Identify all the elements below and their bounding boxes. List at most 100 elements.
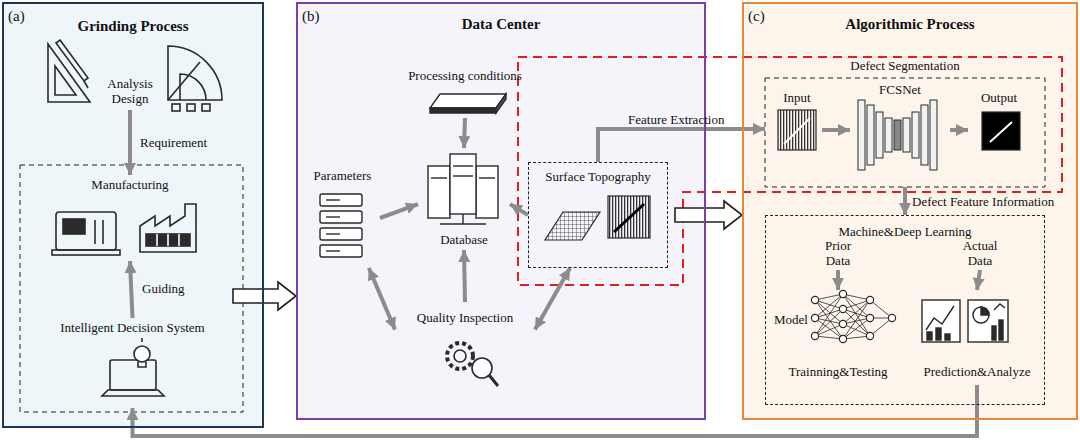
data-panel: (b)Data CenterProcessing conditionsParam… bbox=[296, 2, 706, 420]
node-text: Trainning&Testing bbox=[770, 364, 906, 379]
network-icon-part bbox=[885, 118, 892, 152]
neural-net-icon-part bbox=[843, 300, 870, 324]
node-text: Prediction&Analyze bbox=[912, 364, 1042, 379]
neural-net-icon-part bbox=[839, 290, 846, 297]
node-text: Manufacturing bbox=[45, 177, 215, 192]
laptop-icon-part bbox=[102, 390, 164, 396]
connector-arrow bbox=[133, 385, 978, 436]
node-text: Actual Data bbox=[955, 238, 1005, 268]
node-text: Model bbox=[770, 312, 812, 327]
neural-net-icon-part bbox=[811, 314, 818, 321]
slab-icon-part bbox=[430, 94, 506, 108]
panel-ground bbox=[2, 2, 264, 428]
chart-icons-part bbox=[945, 334, 950, 340]
network-icon-part bbox=[903, 118, 910, 152]
chart-icons-part bbox=[968, 300, 1008, 342]
parameter-icon-part bbox=[326, 233, 340, 234]
laptop-icon-part bbox=[138, 362, 146, 367]
laptop-icon-part bbox=[134, 346, 150, 362]
machine-icons-part bbox=[156, 234, 158, 246]
neural-net-icon-part bbox=[843, 309, 870, 336]
node-text: FCSNet bbox=[850, 82, 950, 97]
parameter-icon-part bbox=[320, 228, 362, 240]
design-icons-part bbox=[187, 104, 195, 111]
topography-box: Surface Topography bbox=[528, 162, 668, 268]
manufacturing-node: Manufacturing bbox=[45, 175, 215, 261]
node-text: Analysis Design bbox=[100, 76, 160, 106]
panel-ground bbox=[296, 2, 706, 420]
node-text: Input bbox=[772, 90, 822, 105]
design-icons-part bbox=[55, 66, 76, 95]
inspection-icon bbox=[447, 343, 498, 386]
machine-icons-part bbox=[146, 234, 190, 246]
connector-arrow bbox=[598, 129, 765, 162]
machine-icons-part bbox=[52, 250, 120, 255]
server-icon-part bbox=[450, 154, 476, 214]
segmentation-box: Defect SegmentationInputFCSNetOutput bbox=[765, 58, 1045, 187]
data-label-node: Actual Data bbox=[955, 238, 1005, 270]
database-node: Database bbox=[418, 148, 510, 250]
topography-images-part bbox=[545, 212, 600, 240]
chart-icons-part bbox=[992, 326, 996, 340]
node-text: Algorithmic Process bbox=[744, 16, 1076, 33]
parameters-node: Parameters bbox=[305, 168, 380, 268]
connector-arrow bbox=[535, 268, 570, 330]
network-icon-part bbox=[894, 120, 901, 150]
topography-images-part bbox=[608, 196, 650, 238]
design-icons-part bbox=[202, 104, 210, 111]
neural-net-icon-part bbox=[870, 318, 892, 336]
network-icon-part bbox=[930, 100, 937, 170]
chart-icons-part bbox=[994, 304, 1005, 310]
panel-letter: (a) bbox=[8, 8, 38, 25]
server-icon-part bbox=[431, 177, 447, 178]
prediction-node: Prediction&Analyze bbox=[912, 290, 1042, 385]
slab-icon bbox=[430, 94, 506, 113]
output-node: Output bbox=[968, 88, 1030, 172]
chart-icons-part bbox=[999, 320, 1003, 340]
node-text: Output bbox=[968, 90, 1030, 105]
server-icon-part bbox=[479, 177, 495, 178]
network-icon bbox=[858, 100, 937, 170]
node-text: Intelligent Decision System bbox=[35, 320, 230, 335]
chart-icons-part bbox=[927, 332, 932, 340]
decision-node: Intelligent Decision System bbox=[35, 318, 230, 408]
neural-net-icon-part bbox=[839, 335, 846, 342]
node-text: Database bbox=[418, 232, 510, 247]
grinding-panel: (a)Grinding ProcessAnalysis DesignManufa… bbox=[2, 2, 264, 428]
connector-arrow bbox=[510, 204, 528, 215]
node-text: Parameters bbox=[305, 168, 380, 183]
connector-arrow bbox=[369, 268, 395, 330]
dashed-frame bbox=[20, 165, 243, 412]
chart-icons-part bbox=[973, 307, 989, 323]
inspection-icon-part bbox=[447, 343, 473, 369]
node-text: Quality Inspection bbox=[395, 310, 535, 325]
network-icon-part bbox=[912, 112, 919, 158]
neural-net-icon-part bbox=[839, 320, 846, 327]
connector-arrow bbox=[464, 250, 465, 302]
design-icons-part bbox=[56, 40, 88, 81]
parameter-icon-part bbox=[320, 245, 362, 257]
neural-net-icon-part bbox=[815, 300, 843, 324]
server-icon bbox=[428, 154, 498, 224]
segmentation-images-part bbox=[990, 122, 1012, 142]
neural-net-icon-part bbox=[815, 309, 843, 336]
highlight-frame bbox=[518, 57, 1062, 285]
neural-net-icon-part bbox=[866, 332, 873, 339]
node-text: Data Center bbox=[298, 16, 704, 33]
chart-icons-part bbox=[981, 307, 989, 315]
conditions-node: Processing conditions bbox=[400, 66, 530, 118]
node-text: Processing conditions bbox=[400, 68, 530, 83]
dashed-frame bbox=[765, 78, 1045, 187]
connector-arrow bbox=[464, 118, 465, 148]
parameter-icon-part bbox=[320, 194, 362, 206]
network-icon-part bbox=[858, 100, 865, 170]
design-icons-part bbox=[168, 62, 200, 100]
design-icons-part bbox=[172, 104, 180, 111]
server-icon-part bbox=[453, 165, 473, 166]
neural-net-icon bbox=[811, 290, 895, 342]
neural-net-icon-part bbox=[815, 324, 843, 336]
machine-icons-part bbox=[56, 212, 116, 250]
segmentation-images-part bbox=[784, 118, 810, 144]
segmentation-images-part bbox=[982, 112, 1020, 150]
